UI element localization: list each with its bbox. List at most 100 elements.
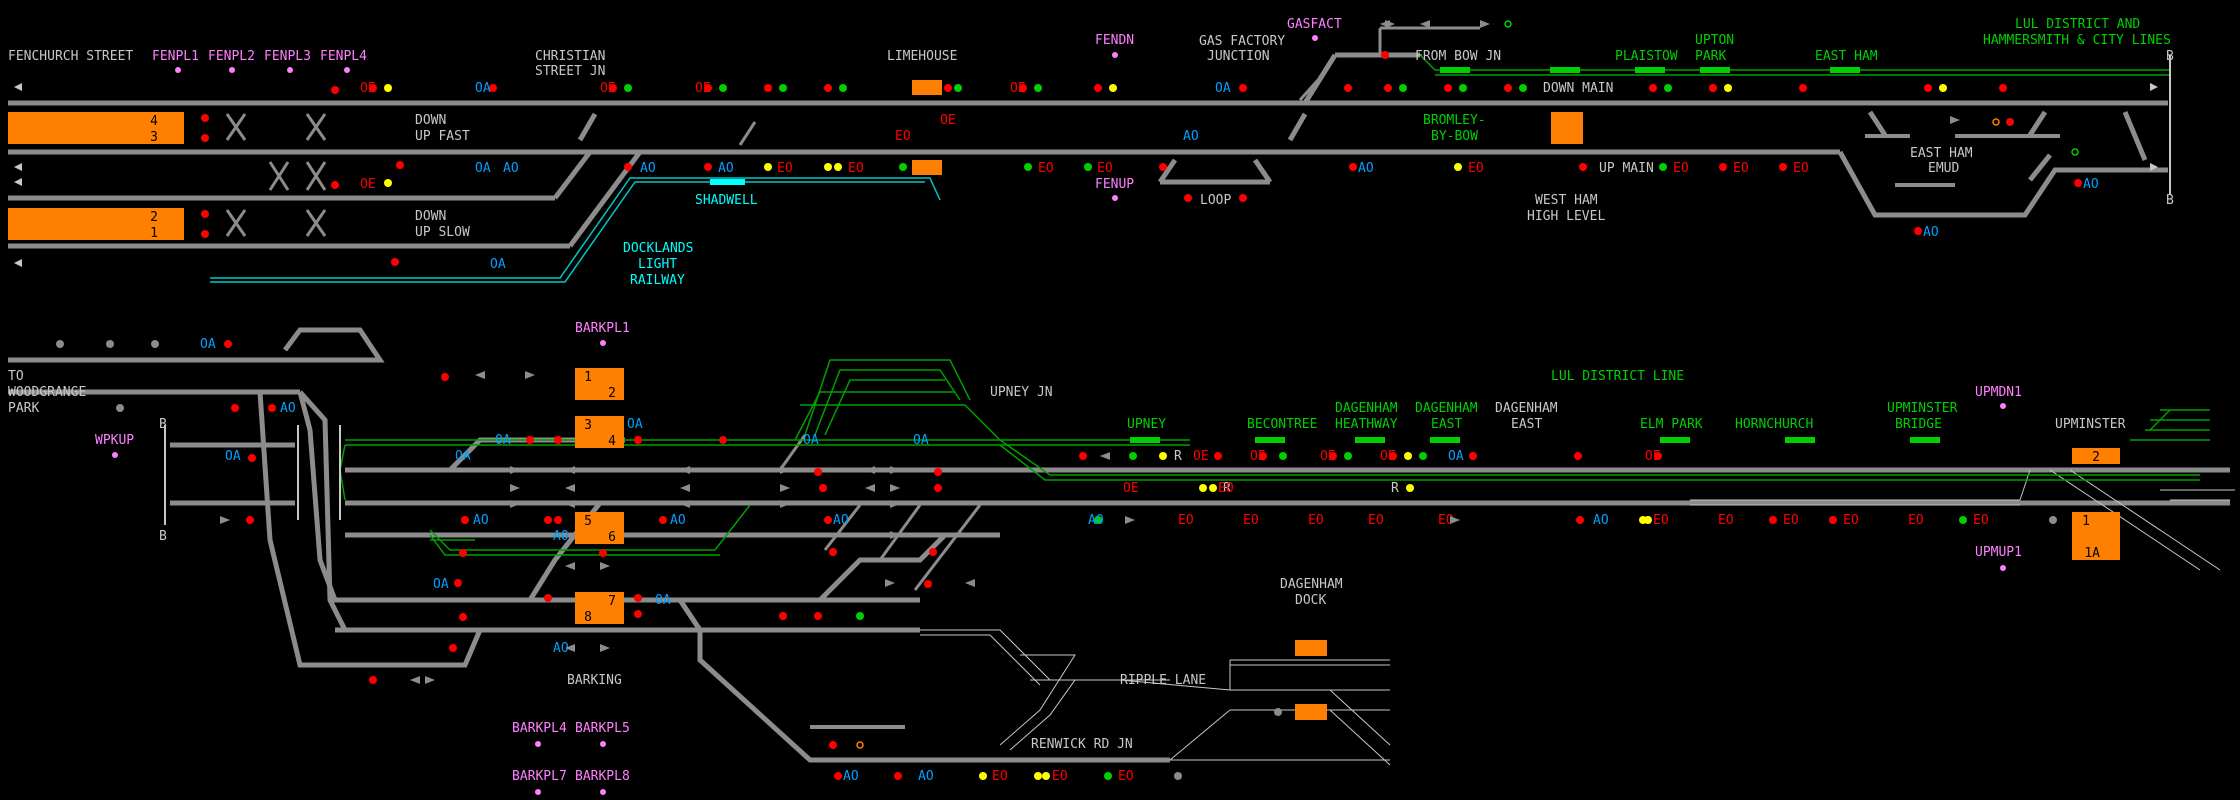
signal-red[interactable] [459, 549, 467, 557]
signal-red[interactable] [1184, 194, 1192, 202]
signal-red[interactable] [924, 580, 932, 588]
signal-green[interactable] [1504, 20, 1512, 28]
signal-green[interactable] [899, 163, 907, 171]
signal-green[interactable] [624, 84, 632, 92]
berth-dagenham-dock-1[interactable] [1295, 640, 1327, 656]
signal-red[interactable] [764, 84, 772, 92]
signal-green[interactable] [1344, 452, 1352, 460]
signal-red[interactable] [824, 516, 832, 524]
signal-green[interactable] [1659, 163, 1667, 171]
track-bark-link-d[interactable] [677, 598, 703, 632]
signal-red[interactable] [779, 612, 787, 620]
signal-red[interactable] [1094, 84, 1102, 92]
track-east-ham-x2[interactable] [2027, 110, 2048, 137]
track-loop-in[interactable] [1157, 158, 1178, 184]
signal-green[interactable] [1129, 452, 1137, 460]
track-bark-xover-h[interactable] [913, 504, 982, 591]
signal-red[interactable] [1504, 84, 1512, 92]
signal-red[interactable] [1079, 452, 1087, 460]
signal-red[interactable] [944, 84, 952, 92]
track-bark-xover-g[interactable] [823, 504, 862, 551]
track-bark-west-2[interactable] [297, 391, 530, 603]
signal-yellow[interactable] [1199, 484, 1207, 492]
signal-yellow[interactable] [1404, 452, 1412, 460]
signal-yellow[interactable] [1939, 84, 1947, 92]
signal-gray[interactable] [1174, 772, 1182, 780]
signal-green[interactable] [719, 84, 727, 92]
berth-dagenham-dock-2[interactable] [1295, 704, 1327, 720]
signal-red[interactable] [1259, 452, 1267, 460]
signal-red[interactable] [634, 594, 642, 602]
signal-red[interactable] [544, 594, 552, 602]
signal-red[interactable] [624, 163, 632, 171]
signal-red[interactable] [704, 163, 712, 171]
signal-yellow[interactable] [824, 163, 832, 171]
track-bark-west-3[interactable] [257, 391, 483, 668]
signal-red[interactable] [819, 484, 827, 492]
signal-yellow[interactable] [764, 163, 772, 171]
signal-green[interactable] [1519, 84, 1527, 92]
signal-red[interactable] [268, 404, 276, 412]
track-xover-1[interactable] [577, 112, 598, 142]
signal-green[interactable] [1959, 516, 1967, 524]
signal-yellow[interactable] [1042, 772, 1050, 780]
signal-red[interactable] [1829, 516, 1837, 524]
signal-green[interactable] [839, 84, 847, 92]
signal-red[interactable] [1649, 84, 1657, 92]
signal-red[interactable] [331, 86, 339, 94]
track-loop-out[interactable] [1252, 158, 1273, 184]
signal-red[interactable] [829, 741, 837, 749]
track-east-ham-down[interactable] [1837, 150, 2168, 218]
signal-gray[interactable] [106, 340, 114, 348]
signal-red[interactable] [1769, 516, 1777, 524]
signal-red[interactable] [1469, 452, 1477, 460]
signal-red[interactable] [2074, 179, 2082, 187]
signal-red[interactable] [894, 772, 902, 780]
signal-red[interactable] [454, 579, 462, 587]
track-bark-xover-f[interactable] [878, 504, 922, 561]
signal-red[interactable] [599, 549, 607, 557]
signal-gray[interactable] [151, 340, 159, 348]
signal-orange[interactable] [1992, 118, 2000, 126]
signal-yellow[interactable] [1209, 484, 1217, 492]
signal-red[interactable] [704, 84, 712, 92]
signal-red[interactable] [1214, 452, 1222, 460]
signal-green[interactable] [2071, 148, 2079, 156]
berth-upm-1-1a[interactable] [2072, 512, 2120, 560]
signal-red[interactable] [1329, 452, 1337, 460]
signal-green[interactable] [954, 84, 962, 92]
signal-red[interactable] [396, 161, 404, 169]
signal-green[interactable] [1419, 452, 1427, 460]
track-bark-west[interactable] [298, 390, 348, 632]
signal-green[interactable] [1104, 772, 1112, 780]
signal-red[interactable] [246, 516, 254, 524]
signal-red[interactable] [1381, 51, 1389, 59]
signal-green[interactable] [1399, 84, 1407, 92]
signal-red[interactable] [814, 612, 822, 620]
signal-red[interactable] [659, 516, 667, 524]
signal-green[interactable] [1084, 163, 1092, 171]
signal-red[interactable] [1239, 194, 1247, 202]
signal-red[interactable] [441, 373, 449, 381]
signal-red[interactable] [1159, 163, 1167, 171]
signal-green[interactable] [779, 84, 787, 92]
berth-upm-2[interactable] [2072, 448, 2120, 464]
signal-red[interactable] [231, 404, 239, 412]
signal-red[interactable] [814, 468, 822, 476]
signal-red[interactable] [1239, 84, 1247, 92]
signal-red[interactable] [459, 613, 467, 621]
signal-red[interactable] [201, 230, 209, 238]
signal-red[interactable] [634, 436, 642, 444]
signal-red[interactable] [634, 610, 642, 618]
signal-yellow[interactable] [1644, 516, 1652, 524]
signal-green[interactable] [856, 612, 864, 620]
track-east-ham-x1[interactable] [1867, 110, 1888, 137]
signal-red[interactable] [1799, 84, 1807, 92]
signal-red[interactable] [1999, 84, 2007, 92]
track-east-ham-x3[interactable] [2122, 111, 2148, 161]
signal-red[interactable] [201, 210, 209, 218]
track-bark-xover-e[interactable] [778, 434, 807, 471]
signal-red[interactable] [331, 181, 339, 189]
berth-shadwell[interactable] [912, 160, 942, 175]
berth-fen-2-1[interactable] [8, 208, 184, 240]
